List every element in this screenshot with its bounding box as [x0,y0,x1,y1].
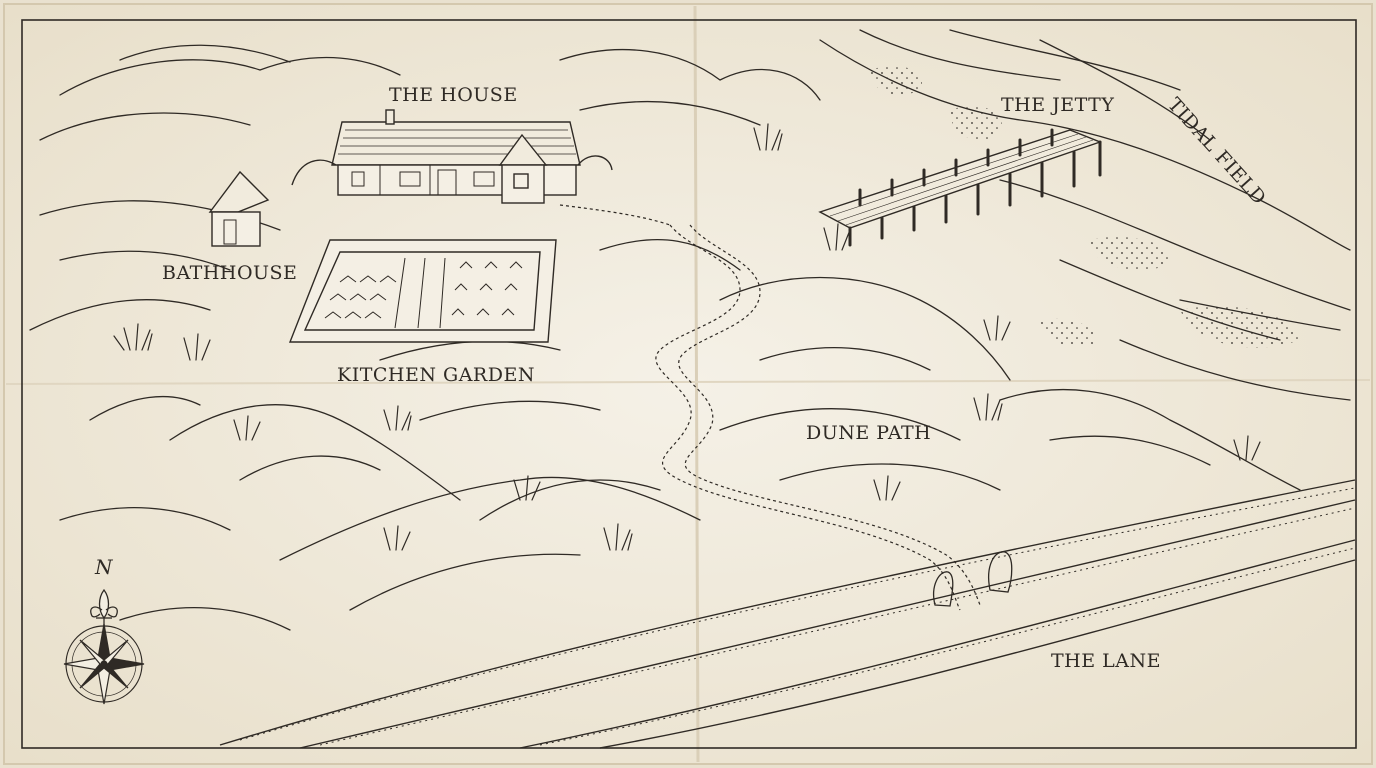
label-the-house: THE HOUSE [389,84,518,106]
label-bathhouse: BATHHOUSE [162,262,298,284]
dune-path-trail [559,204,981,611]
map-border [21,19,1357,749]
label-kitchen-garden: KITCHEN GARDEN [337,364,535,386]
house-drawing [291,109,613,204]
jetty-drawing [818,128,1103,247]
label-the-lane: THE LANE [1051,650,1161,672]
compass-rose-icon [63,623,145,705]
label-the-jetty: THE JETTY [1001,94,1115,116]
kitchen-garden-drawing [288,239,557,343]
tidal-stipple [870,66,1300,348]
fleur-de-lis-icon [90,588,118,626]
grass-tufts [113,123,1261,551]
label-dune-path: DUNE PATH [806,422,932,444]
vertical-fold [693,5,700,763]
gate-bushes [933,551,1013,607]
compass-north-letter: N [95,555,113,579]
horizontal-fold [5,379,1371,385]
bathhouse-drawing [208,170,270,247]
lane-hedges [239,487,1356,746]
